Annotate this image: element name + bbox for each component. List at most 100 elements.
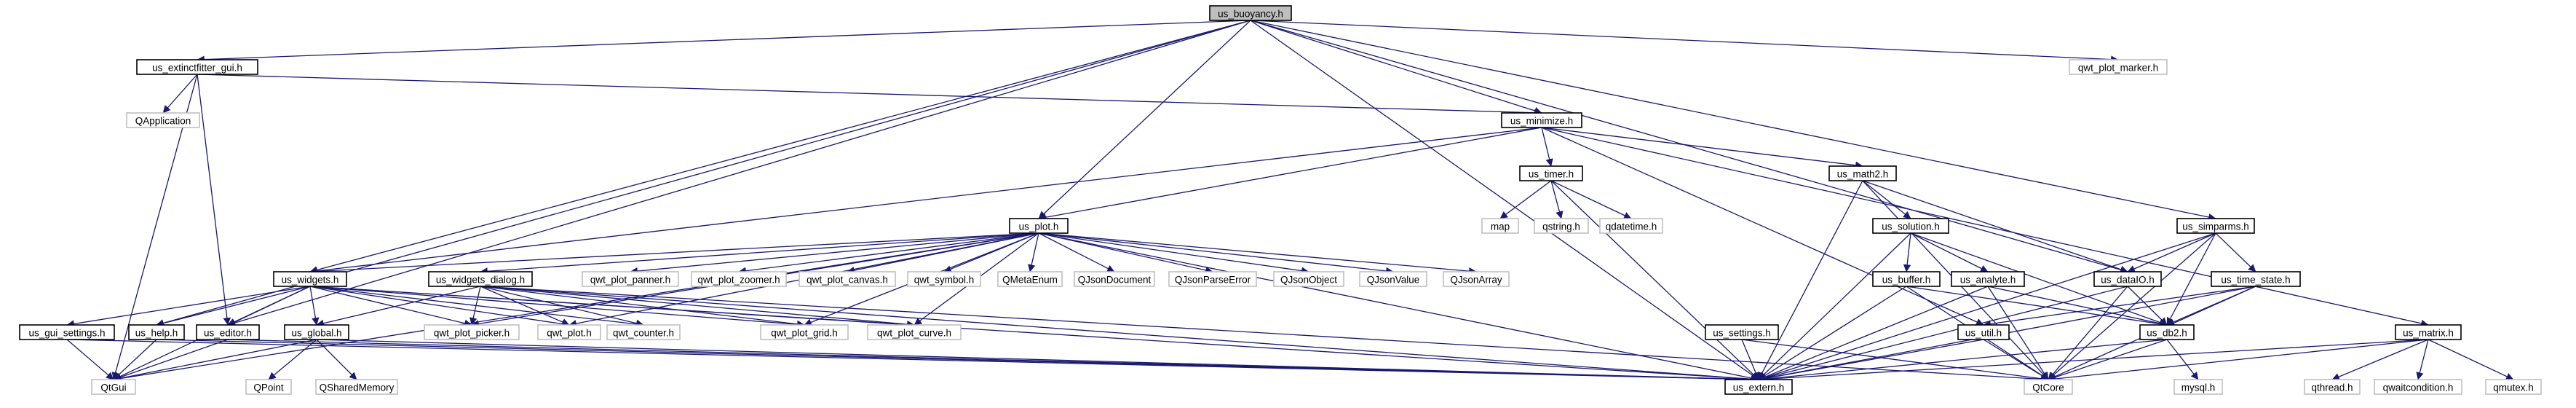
node-qwt-plot-grid-h: qwt_plot_grid.h bbox=[760, 324, 849, 340]
edge-us_timer_h-to-qstring_h bbox=[1550, 180, 1564, 219]
node-box bbox=[2093, 271, 2162, 287]
node-us-widgets-h[interactable]: us_widgets.h bbox=[273, 271, 347, 287]
node-box bbox=[1209, 5, 1292, 21]
node-label: QJsonDocument bbox=[1078, 275, 1152, 286]
node-us-global-h[interactable]: us_global.h bbox=[284, 324, 349, 340]
node-label: us_extinctfitter_gui.h bbox=[152, 63, 242, 74]
node-box bbox=[2069, 59, 2168, 75]
edge-us_solution_h-to-us_extern_h bbox=[1758, 232, 1911, 380]
edge-us_minimize_h-to-us_matrix_h bbox=[1541, 127, 2429, 327]
node-box bbox=[760, 324, 849, 340]
node-us-extern-h[interactable]: us_extern.h bbox=[1724, 379, 1793, 395]
node-box bbox=[1534, 218, 1589, 234]
edge-us_solution_h-to-us_analyte_h bbox=[1910, 232, 1989, 272]
node-box bbox=[1828, 165, 1897, 181]
edge-us_simparms_h-to-us_extern_h bbox=[1758, 232, 2216, 381]
node-box bbox=[284, 324, 349, 340]
edge-us_db2_h-to-us_extern_h bbox=[1758, 339, 2168, 383]
node-label: us_extern.h bbox=[1733, 382, 1785, 393]
node-us-matrix-h[interactable]: us_matrix.h bbox=[2395, 324, 2462, 340]
node-label: qwt_plot_panner.h bbox=[590, 275, 670, 286]
node-box bbox=[315, 379, 398, 395]
node-box bbox=[2395, 324, 2462, 340]
node-box bbox=[91, 379, 136, 395]
node-label: us_help.h bbox=[135, 328, 178, 339]
edge-us_widgets_dialog_h-to-qwt_plot_curve_h bbox=[480, 286, 915, 329]
edge-us_plot_h-to-QMetaEnum bbox=[1028, 232, 1039, 272]
node-us-simparms-h[interactable]: us_simparms.h bbox=[2176, 218, 2255, 234]
edge-us_buffer_h-to-us_db2_h bbox=[1906, 286, 2168, 328]
node-box bbox=[907, 271, 981, 287]
node-us-buoyancy-h[interactable]: us_buoyancy.h bbox=[1209, 5, 1292, 21]
edge-us_matrix_h-to-us_extern_h bbox=[1758, 339, 2429, 383]
node-us-solution-h[interactable]: us_solution.h bbox=[1872, 218, 1949, 234]
node-label: us_db2.h bbox=[2147, 328, 2187, 339]
edge-us_solution_h-to-us_db2_h bbox=[1910, 232, 2168, 326]
node-box bbox=[1705, 324, 1779, 340]
node-label: qwt_plot_canvas.h bbox=[807, 275, 888, 286]
node-QJsonParseError: QJsonParseError bbox=[1168, 271, 1257, 287]
node-us-db2-h[interactable]: us_db2.h bbox=[2139, 324, 2195, 340]
node-box bbox=[1443, 271, 1510, 287]
node-us-settings-h[interactable]: us_settings.h bbox=[1705, 324, 1779, 340]
node-us-time-state-h[interactable]: us_time_state.h bbox=[2211, 271, 2301, 287]
node-us-gui-settings-h[interactable]: us_gui_settings.h bbox=[19, 324, 115, 340]
node-QMetaEnum: QMetaEnum bbox=[997, 271, 1063, 287]
edge-us_simparms_h-to-us_db2_h bbox=[2166, 232, 2216, 326]
edge-us_widgets_h-to-qwt_plot_grid_h bbox=[309, 286, 805, 329]
node-us-timer-h[interactable]: us_timer.h bbox=[1519, 165, 1583, 181]
node-label: us_gui_settings.h bbox=[28, 328, 105, 339]
node-box bbox=[1481, 218, 1519, 234]
node-us-buffer-h[interactable]: us_buffer.h bbox=[1872, 271, 1941, 287]
edge-us_settings_h-to-QtCore bbox=[1741, 339, 2049, 382]
node-us-math2-h[interactable]: us_math2.h bbox=[1828, 165, 1897, 181]
node-QPoint: QPoint bbox=[245, 379, 292, 395]
node-us-dataIO-h[interactable]: us_dataIO.h bbox=[2093, 271, 2162, 287]
node-box bbox=[2485, 379, 2542, 395]
edge-us_widgets_dialog_h-to-QtCore bbox=[480, 286, 2049, 383]
edge-us_timer_h-to-qdatetime_h bbox=[1550, 180, 1632, 219]
edge-us_buoyancy_h-to-us_simparms_h bbox=[1250, 20, 2216, 221]
node-box bbox=[1724, 379, 1793, 395]
node-box bbox=[19, 324, 115, 340]
node-label: us_plot.h bbox=[1019, 221, 1059, 232]
edge-us_plot_h-to-QJsonValue bbox=[1038, 232, 1394, 275]
edge-us_matrix_h-to-qmutex_h bbox=[2428, 339, 2514, 380]
node-label: QSharedMemory bbox=[320, 382, 395, 393]
node-label: us_minimize.h bbox=[1510, 116, 1573, 127]
edge-us_gui_settings_h-to-QtGui bbox=[66, 339, 114, 380]
node-box bbox=[128, 324, 185, 340]
node-us-widgets-dialog-h[interactable]: us_widgets_dialog.h bbox=[428, 271, 533, 287]
node-box bbox=[1074, 271, 1155, 287]
node-us-extinctfitter-gui-h[interactable]: us_extinctfitter_gui.h bbox=[136, 59, 258, 75]
node-us-analyte-h[interactable]: us_analyte.h bbox=[1951, 271, 2025, 287]
node-label: QJsonObject bbox=[1280, 275, 1337, 286]
edge-us_widgets_h-to-us_gui_settings_h bbox=[66, 286, 311, 328]
node-box bbox=[1273, 271, 1344, 287]
node-qwt-counter-h: qwt_counter.h bbox=[606, 324, 681, 340]
node-box bbox=[2211, 271, 2301, 287]
node-label: qwt_plot_marker.h bbox=[2078, 63, 2158, 74]
node-label: us_dataIO.h bbox=[2101, 275, 2155, 286]
node-box bbox=[1872, 271, 1941, 287]
node-qmutex-h: qmutex.h bbox=[2485, 379, 2542, 395]
edge-us_solution_h-to-us_buffer_h bbox=[1903, 232, 1911, 272]
node-us-editor-h[interactable]: us_editor.h bbox=[196, 324, 260, 340]
node-box bbox=[428, 271, 533, 287]
edge-us_global_h-to-QSharedMemory bbox=[316, 339, 357, 380]
node-us-minimize-h[interactable]: us_minimize.h bbox=[1501, 112, 1582, 128]
edge-us_help_h-to-QtGui bbox=[113, 339, 157, 380]
node-us-util-h[interactable]: us_util.h bbox=[1957, 324, 2010, 340]
node-label: QtGui bbox=[100, 382, 126, 393]
node-label: QApplication bbox=[135, 116, 191, 127]
node-us-plot-h[interactable]: us_plot.h bbox=[1009, 218, 1069, 234]
edge-us_time_state_h-to-us_util_h bbox=[1983, 286, 2256, 328]
node-box bbox=[1359, 271, 1427, 287]
node-us-help-h[interactable]: us_help.h bbox=[128, 324, 185, 340]
edge-us_global_h-to-QtGui bbox=[113, 339, 317, 382]
edge-us_widgets_h-to-qwt_plot_picker_h bbox=[309, 286, 472, 327]
edge-us_matrix_h-to-QtCore bbox=[2048, 339, 2429, 383]
edge-us_plot_h-to-QJsonObject bbox=[1038, 232, 1309, 275]
edge-us_plot_h-to-us_widgets_dialog_h bbox=[480, 232, 1039, 275]
